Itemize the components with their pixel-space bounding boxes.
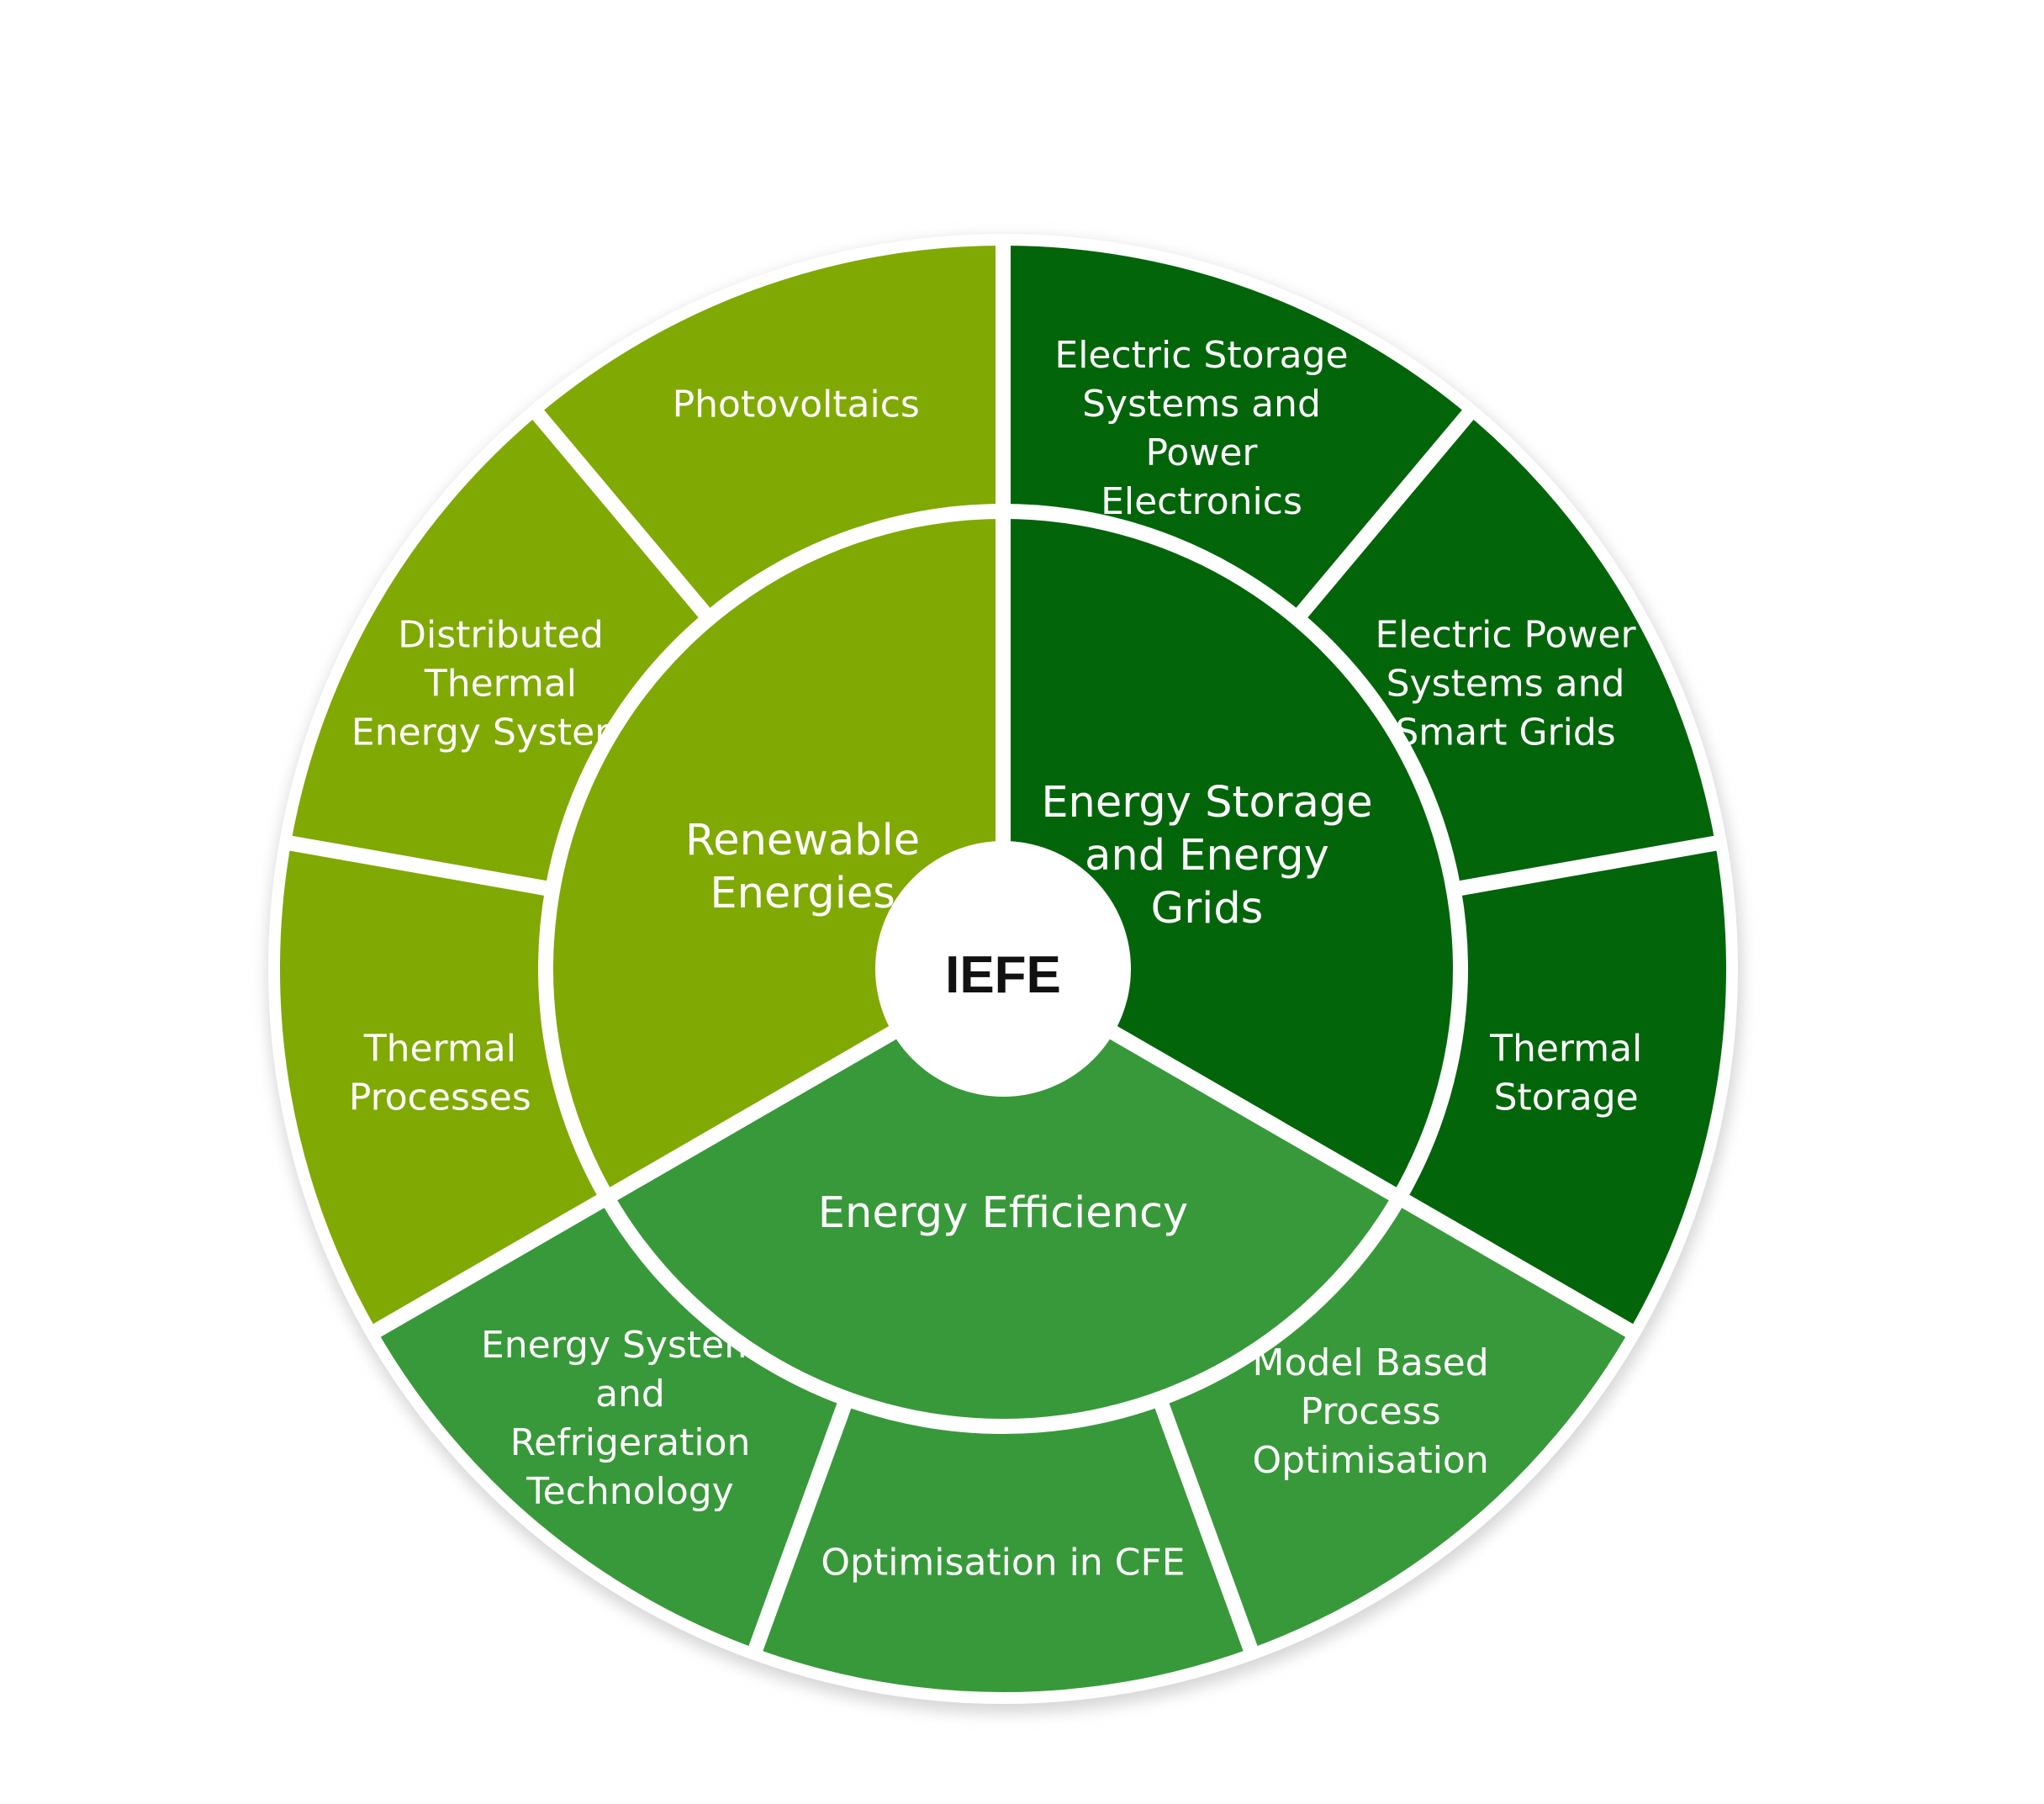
- inner-label-line: Energy Efficiency: [818, 1188, 1188, 1238]
- outer-segment-model-based[interactable]: [1162, 1201, 1629, 1649]
- outer-segment-divider: [1286, 407, 1476, 629]
- outer-label-line: Model Based: [1253, 1341, 1489, 1384]
- outer-label-line: and: [595, 1373, 665, 1415]
- outer-segment-thermal-processes[interactable]: [279, 843, 601, 1331]
- outer-label-line: Refrigeration: [510, 1421, 751, 1464]
- inner-segment-efficiency[interactable]: [613, 1030, 1393, 1419]
- outer-label-line: Systems and: [1386, 662, 1625, 705]
- outer-label-line: Distributed: [398, 613, 604, 656]
- outer-label-line: Energy Systems: [351, 711, 650, 754]
- outer-label-line: Power: [1145, 431, 1258, 474]
- outer-label-line: Electronics: [1101, 480, 1302, 523]
- outer-label-line: Electric Power: [1376, 613, 1637, 656]
- outer-segment-divider: [747, 1389, 857, 1654]
- outer-segment-divider: [1149, 1389, 1259, 1654]
- outer-label-line: Systems and: [1082, 383, 1321, 426]
- outer-segment-electric-power[interactable]: [1302, 415, 1715, 888]
- outer-segment-electric-storage[interactable]: [1003, 246, 1468, 613]
- outer-label-line: Storage: [1494, 1076, 1639, 1119]
- center-circle: [875, 841, 1131, 1097]
- center-hub: IEFE: [875, 841, 1131, 1097]
- outer-label-line: Processes: [349, 1076, 531, 1119]
- outer-segment-thermal-storage[interactable]: [1405, 843, 1726, 1331]
- outer-label-line: Technology: [526, 1470, 733, 1513]
- outer-segment-divider: [370, 1187, 618, 1339]
- inner-label-line: Grids: [1151, 884, 1264, 934]
- inner-label-line: Energy Storage: [1041, 778, 1372, 828]
- outer-segment-energy-systems[interactable]: [377, 1201, 844, 1649]
- outer-label-line: Optimisation: [1252, 1439, 1488, 1482]
- inner-segment-divider: [606, 1024, 901, 1203]
- outer-label-line: Optimisation in CFE: [821, 1541, 1185, 1584]
- outer-segment-optimisation-cfe[interactable]: [755, 1405, 1251, 1692]
- outer-label-optimisation-cfe: Optimisation in CFE: [821, 1541, 1185, 1584]
- outer-segment-divider: [530, 407, 721, 629]
- center-label: IEFE: [945, 946, 1061, 1004]
- outer-segment-divider: [1388, 1187, 1636, 1339]
- outer-segment-divider: [1445, 835, 1720, 898]
- inner-segment-divider: [1105, 1024, 1400, 1203]
- outer-label-line: Process: [1301, 1390, 1441, 1433]
- outer-label-line: Photovoltaics: [673, 384, 920, 426]
- outer-label-line: Thermal: [363, 1027, 516, 1070]
- outer-label-line: Thermal: [1489, 1027, 1642, 1070]
- inner-label-line: and Energy: [1085, 831, 1329, 881]
- outer-segment-photovoltaics[interactable]: [538, 246, 1003, 613]
- outer-label-line: Electric Storage: [1054, 334, 1348, 377]
- outer-label-line: Smart Grids: [1395, 711, 1615, 754]
- outer-label-line: Thermal: [424, 662, 577, 705]
- outer-segment-divider: [286, 835, 562, 898]
- inner-label-line: Energies: [710, 869, 895, 918]
- outer-label-photovoltaics: Photovoltaics: [673, 384, 920, 426]
- inner-label-efficiency: Energy Efficiency: [818, 1188, 1188, 1238]
- outer-segment-distributed-thermal[interactable]: [291, 415, 705, 888]
- inner-label-line: Renewable: [685, 816, 920, 865]
- outer-label-line: Energy Systems: [481, 1324, 779, 1367]
